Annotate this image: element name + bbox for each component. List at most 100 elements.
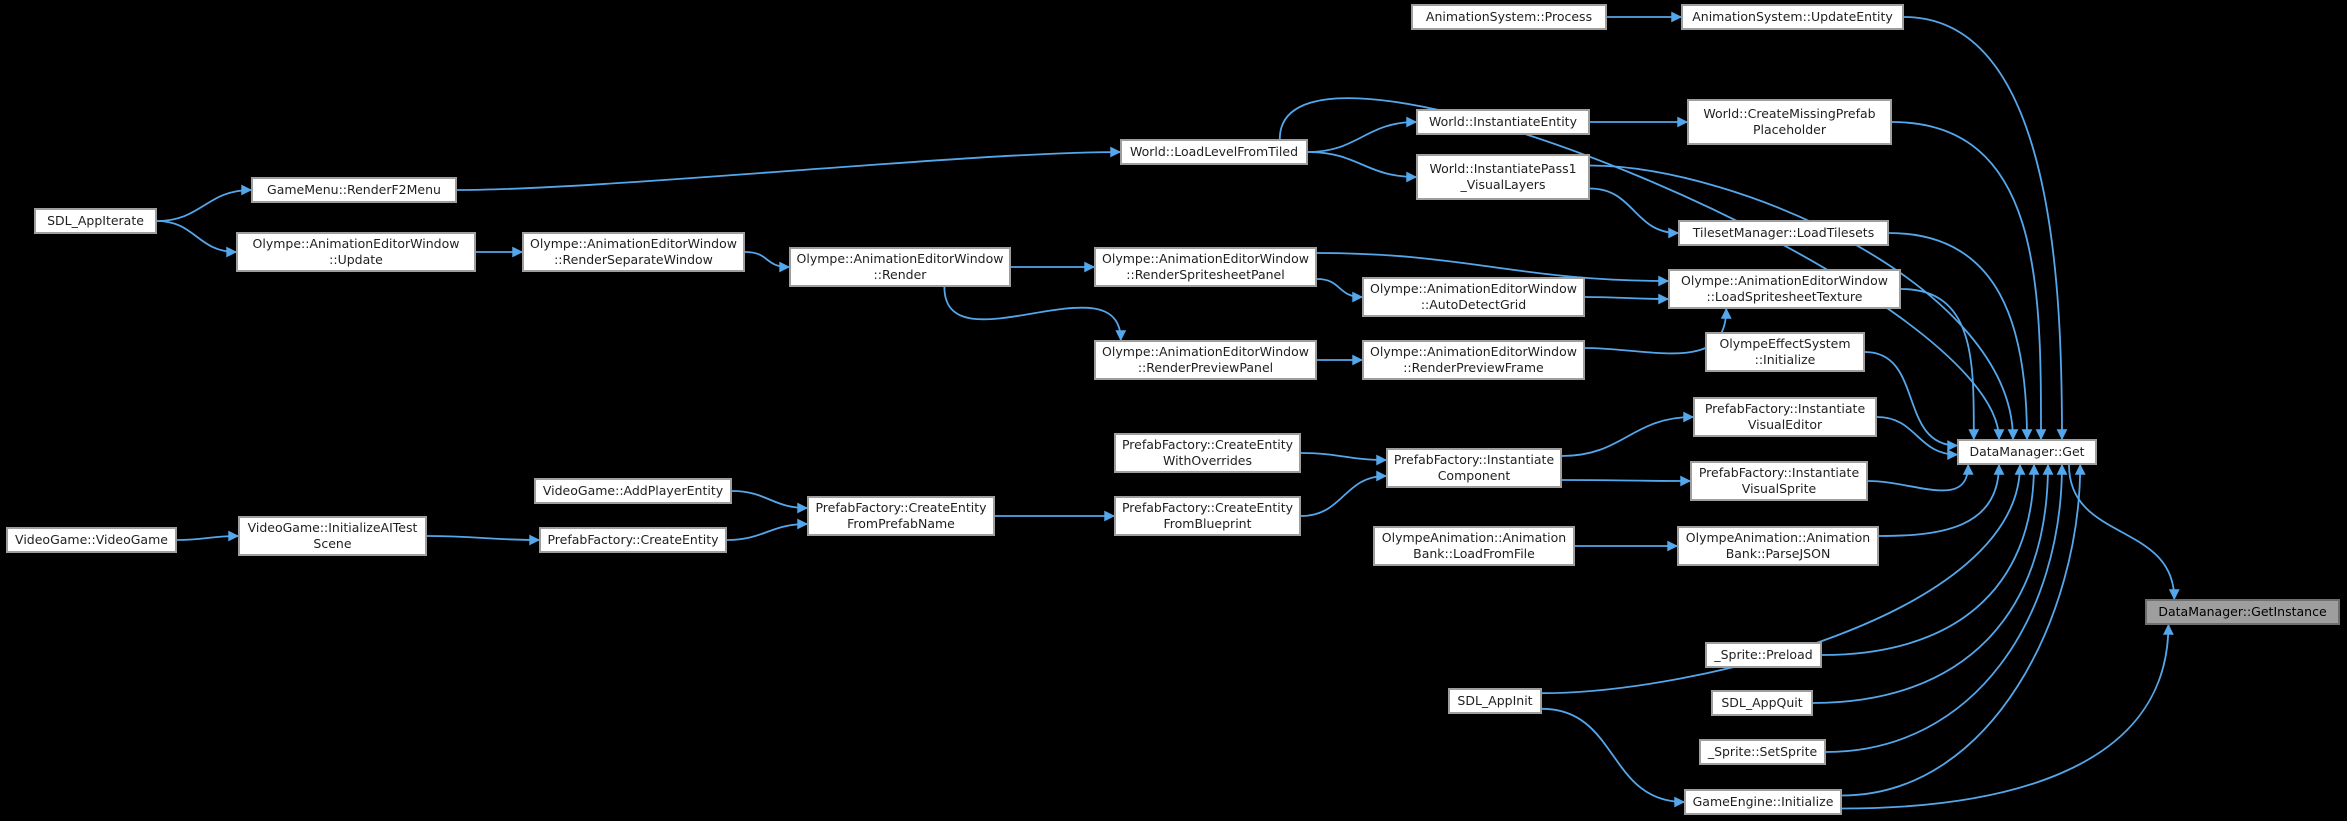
call-edge-oab-pj-to-dm-get [1878,463,2005,537]
call-edge-world-inst-pass1-to-tileset-load [1589,187,1680,239]
call-edge-pf-cewo-to-pf-ic [1300,452,1388,466]
graph-node-label: PrefabFactory::Instantiate VisualSprite [1698,465,1860,496]
graph-node-pf-cefpn[interactable]: PrefabFactory::CreateEntity FromPrefabNa… [807,496,995,536]
graph-node-label: Olympe::AnimationEditorWindow ::AutoDete… [1370,281,1577,312]
graph-node-label: PrefabFactory::CreateEntity FromPrefabNa… [815,500,987,531]
call-edge-sprite-setsprite-to-dm-get [1825,463,2068,753]
graph-node-label: DataManager::Get [1969,444,2085,459]
call-edge-pf-ic-to-pf-ivs [1561,475,1692,487]
graph-node-label: AnimationSystem::Process [1425,9,1593,24]
call-edge-effect-init-to-dm-get [1864,351,1959,451]
graph-node-label: OlympeEffectSystem ::Initialize [1719,336,1851,367]
graph-node-anim-process[interactable]: AnimationSystem::Process [1411,4,1607,30]
graph-node-sprite-preload[interactable]: _Sprite::Preload [1705,642,1822,668]
graph-node-label: World::InstantiatePass1 _VisualLayers [1429,161,1577,192]
graph-node-dm-get[interactable]: DataManager::Get [1957,439,2097,465]
call-edge-anim-update-to-dm-get [1903,16,2068,441]
call-edge-pf-ive-to-dm-get [1876,416,1959,460]
graph-node-aew-rsp[interactable]: Olympe::AnimationEditorWindow ::RenderSp… [1094,247,1317,287]
call-edge-pf-cefb-to-pf-ic [1300,470,1388,517]
call-edge-gamemenu-f2-to-world-load-level [456,146,1122,191]
call-edge-vg-vg-to-vg-iats [176,530,240,542]
graph-node-label: VideoGame::InitializeAITest Scene [247,520,418,551]
graph-node-label: Olympe::AnimationEditorWindow ::LoadSpri… [1681,273,1888,304]
graph-node-label: SDL_AppQuit [1721,695,1803,710]
graph-node-world-load-level[interactable]: World::LoadLevelFromTiled [1120,139,1308,165]
graph-node-world-create-missing[interactable]: World::CreateMissingPrefab Placeholder [1687,99,1892,145]
graph-node-label: GameEngine::Initialize [1692,794,1834,809]
call-edge-aew-lst-to-dm-get [1900,288,1980,441]
graph-node-label: TilesetManager::LoadTilesets [1692,225,1875,240]
graph-node-pf-cefb[interactable]: PrefabFactory::CreateEntity FromBlueprin… [1114,496,1301,536]
call-edge-tileset-load-to-dm-get [1888,232,2033,441]
graph-node-vg-iats[interactable]: VideoGame::InitializeAITest Scene [238,516,427,556]
call-edge-vg-iats-to-pf-ce [426,534,541,546]
graph-node-label: Olympe::AnimationEditorWindow ::RenderPr… [1370,344,1577,375]
call-edge-aew-render-to-aew-rpp [943,286,1127,342]
graph-node-pf-cewo[interactable]: PrefabFactory::CreateEntity WithOverride… [1114,433,1301,473]
graph-node-pf-ic[interactable]: PrefabFactory::Instantiate Component [1386,448,1562,488]
graph-node-aew-rpf[interactable]: Olympe::AnimationEditorWindow ::RenderPr… [1362,340,1585,380]
call-edge-world-load-level-to-world-inst-entity [1307,116,1418,153]
graph-node-sprite-setsprite[interactable]: _Sprite::SetSprite [1699,739,1826,765]
graph-node-world-inst-pass1[interactable]: World::InstantiatePass1 _VisualLayers [1416,154,1590,200]
call-edge-world-create-missing-to-dm-get [1891,121,2047,441]
graph-node-aew-adg[interactable]: Olympe::AnimationEditorWindow ::AutoDete… [1362,277,1585,317]
call-edge-pf-ic-to-pf-ive [1561,411,1695,457]
call-edge-ge-init-to-dm-getinstance [1841,623,2174,810]
graph-node-label: AnimationSystem::UpdateEntity [1692,9,1893,24]
graph-node-aew-update[interactable]: Olympe::AnimationEditorWindow ::Update [236,232,476,272]
call-edge-ge-init-to-dm-get [1841,463,2086,797]
graph-node-pf-ce[interactable]: PrefabFactory::CreateEntity [539,527,727,553]
call-edge-aew-adg-to-aew-lst [1584,293,1670,305]
graph-node-aew-rpp[interactable]: Olympe::AnimationEditorWindow ::RenderPr… [1094,340,1317,380]
graph-node-sdl-appiterate[interactable]: SDL_AppIterate [34,208,157,234]
call-edge-dm-get-to-dm-getinstance [2068,464,2180,601]
graph-node-oab-pj[interactable]: OlympeAnimation::Animation Bank::ParseJS… [1677,526,1879,566]
graph-node-pf-ivs[interactable]: PrefabFactory::Instantiate VisualSprite [1690,461,1868,501]
graph-node-label: PrefabFactory::Instantiate VisualEditor [1704,401,1866,432]
call-edge-vg-ape-to-pf-cefpn [731,490,809,514]
graph-node-effect-init[interactable]: OlympeEffectSystem ::Initialize [1705,332,1865,372]
graph-node-label: PrefabFactory::Instantiate Component [1393,452,1555,483]
graph-node-anim-update[interactable]: AnimationSystem::UpdateEntity [1681,4,1904,30]
call-edge-aew-rsw-to-aew-render [744,251,791,273]
graph-node-label: OlympeAnimation::Animation Bank::ParseJS… [1685,530,1871,561]
graph-node-tileset-load[interactable]: TilesetManager::LoadTilesets [1678,220,1889,246]
graph-node-label: GameMenu::RenderF2Menu [267,182,441,197]
graph-node-label: SDL_AppInit [1457,693,1533,708]
graph-node-label: PrefabFactory::CreateEntity FromBlueprin… [1121,500,1294,531]
graph-node-ge-init[interactable]: GameEngine::Initialize [1684,789,1842,815]
graph-node-aew-rsw[interactable]: Olympe::AnimationEditorWindow ::RenderSe… [522,232,745,272]
call-edge-sdl-appiterate-to-aew-update [156,220,238,258]
graph-node-vg-ape[interactable]: VideoGame::AddPlayerEntity [534,478,732,504]
graph-node-label: Olympe::AnimationEditorWindow ::RenderPr… [1102,344,1309,375]
graph-node-label: Olympe::AnimationEditorWindow ::RenderSe… [530,236,737,267]
graph-node-aew-render[interactable]: Olympe::AnimationEditorWindow ::Render [789,247,1011,287]
graph-node-label: _Sprite::Preload [1714,647,1813,662]
graph-node-vg-vg[interactable]: VideoGame::VideoGame [6,527,177,553]
call-edge-world-load-level-to-world-inst-pass1 [1307,151,1418,183]
graph-node-aew-lst[interactable]: Olympe::AnimationEditorWindow ::LoadSpri… [1668,269,1901,309]
graph-node-label: VideoGame::AddPlayerEntity [542,483,724,498]
graph-node-label: PrefabFactory::CreateEntity [547,532,719,547]
graph-node-sdl-appquit[interactable]: SDL_AppQuit [1711,690,1813,716]
graph-node-label: World::CreateMissingPrefab Placeholder [1703,106,1876,137]
graph-node-label: VideoGame::VideoGame [15,532,168,547]
graph-node-pf-ive[interactable]: PrefabFactory::Instantiate VisualEditor [1693,397,1877,437]
graph-node-label: OlympeAnimation::Animation Bank::LoadFro… [1381,530,1567,561]
graph-node-label: DataManager::GetInstance [2158,604,2327,619]
call-edge-sdl-appiterate-to-gamemenu-f2 [156,184,253,222]
call-edge-sdl-appinit-to-ge-init [1541,707,1686,808]
graph-node-label: Olympe::AnimationEditorWindow ::Update [252,236,460,267]
graph-node-world-inst-entity[interactable]: World::InstantiateEntity [1416,109,1590,135]
graph-node-label: World::LoadLevelFromTiled [1129,144,1299,159]
call-edge-pf-ce-to-pf-cefpn [726,518,809,541]
graph-node-oab-lff[interactable]: OlympeAnimation::Animation Bank::LoadFro… [1373,526,1575,566]
graph-node-sdl-appinit[interactable]: SDL_AppInit [1448,688,1542,714]
graph-node-label: Olympe::AnimationEditorWindow ::Render [796,251,1004,282]
graph-node-gamemenu-f2[interactable]: GameMenu::RenderF2Menu [251,177,457,203]
graph-node-dm-getinstance: DataManager::GetInstance [2145,599,2340,625]
